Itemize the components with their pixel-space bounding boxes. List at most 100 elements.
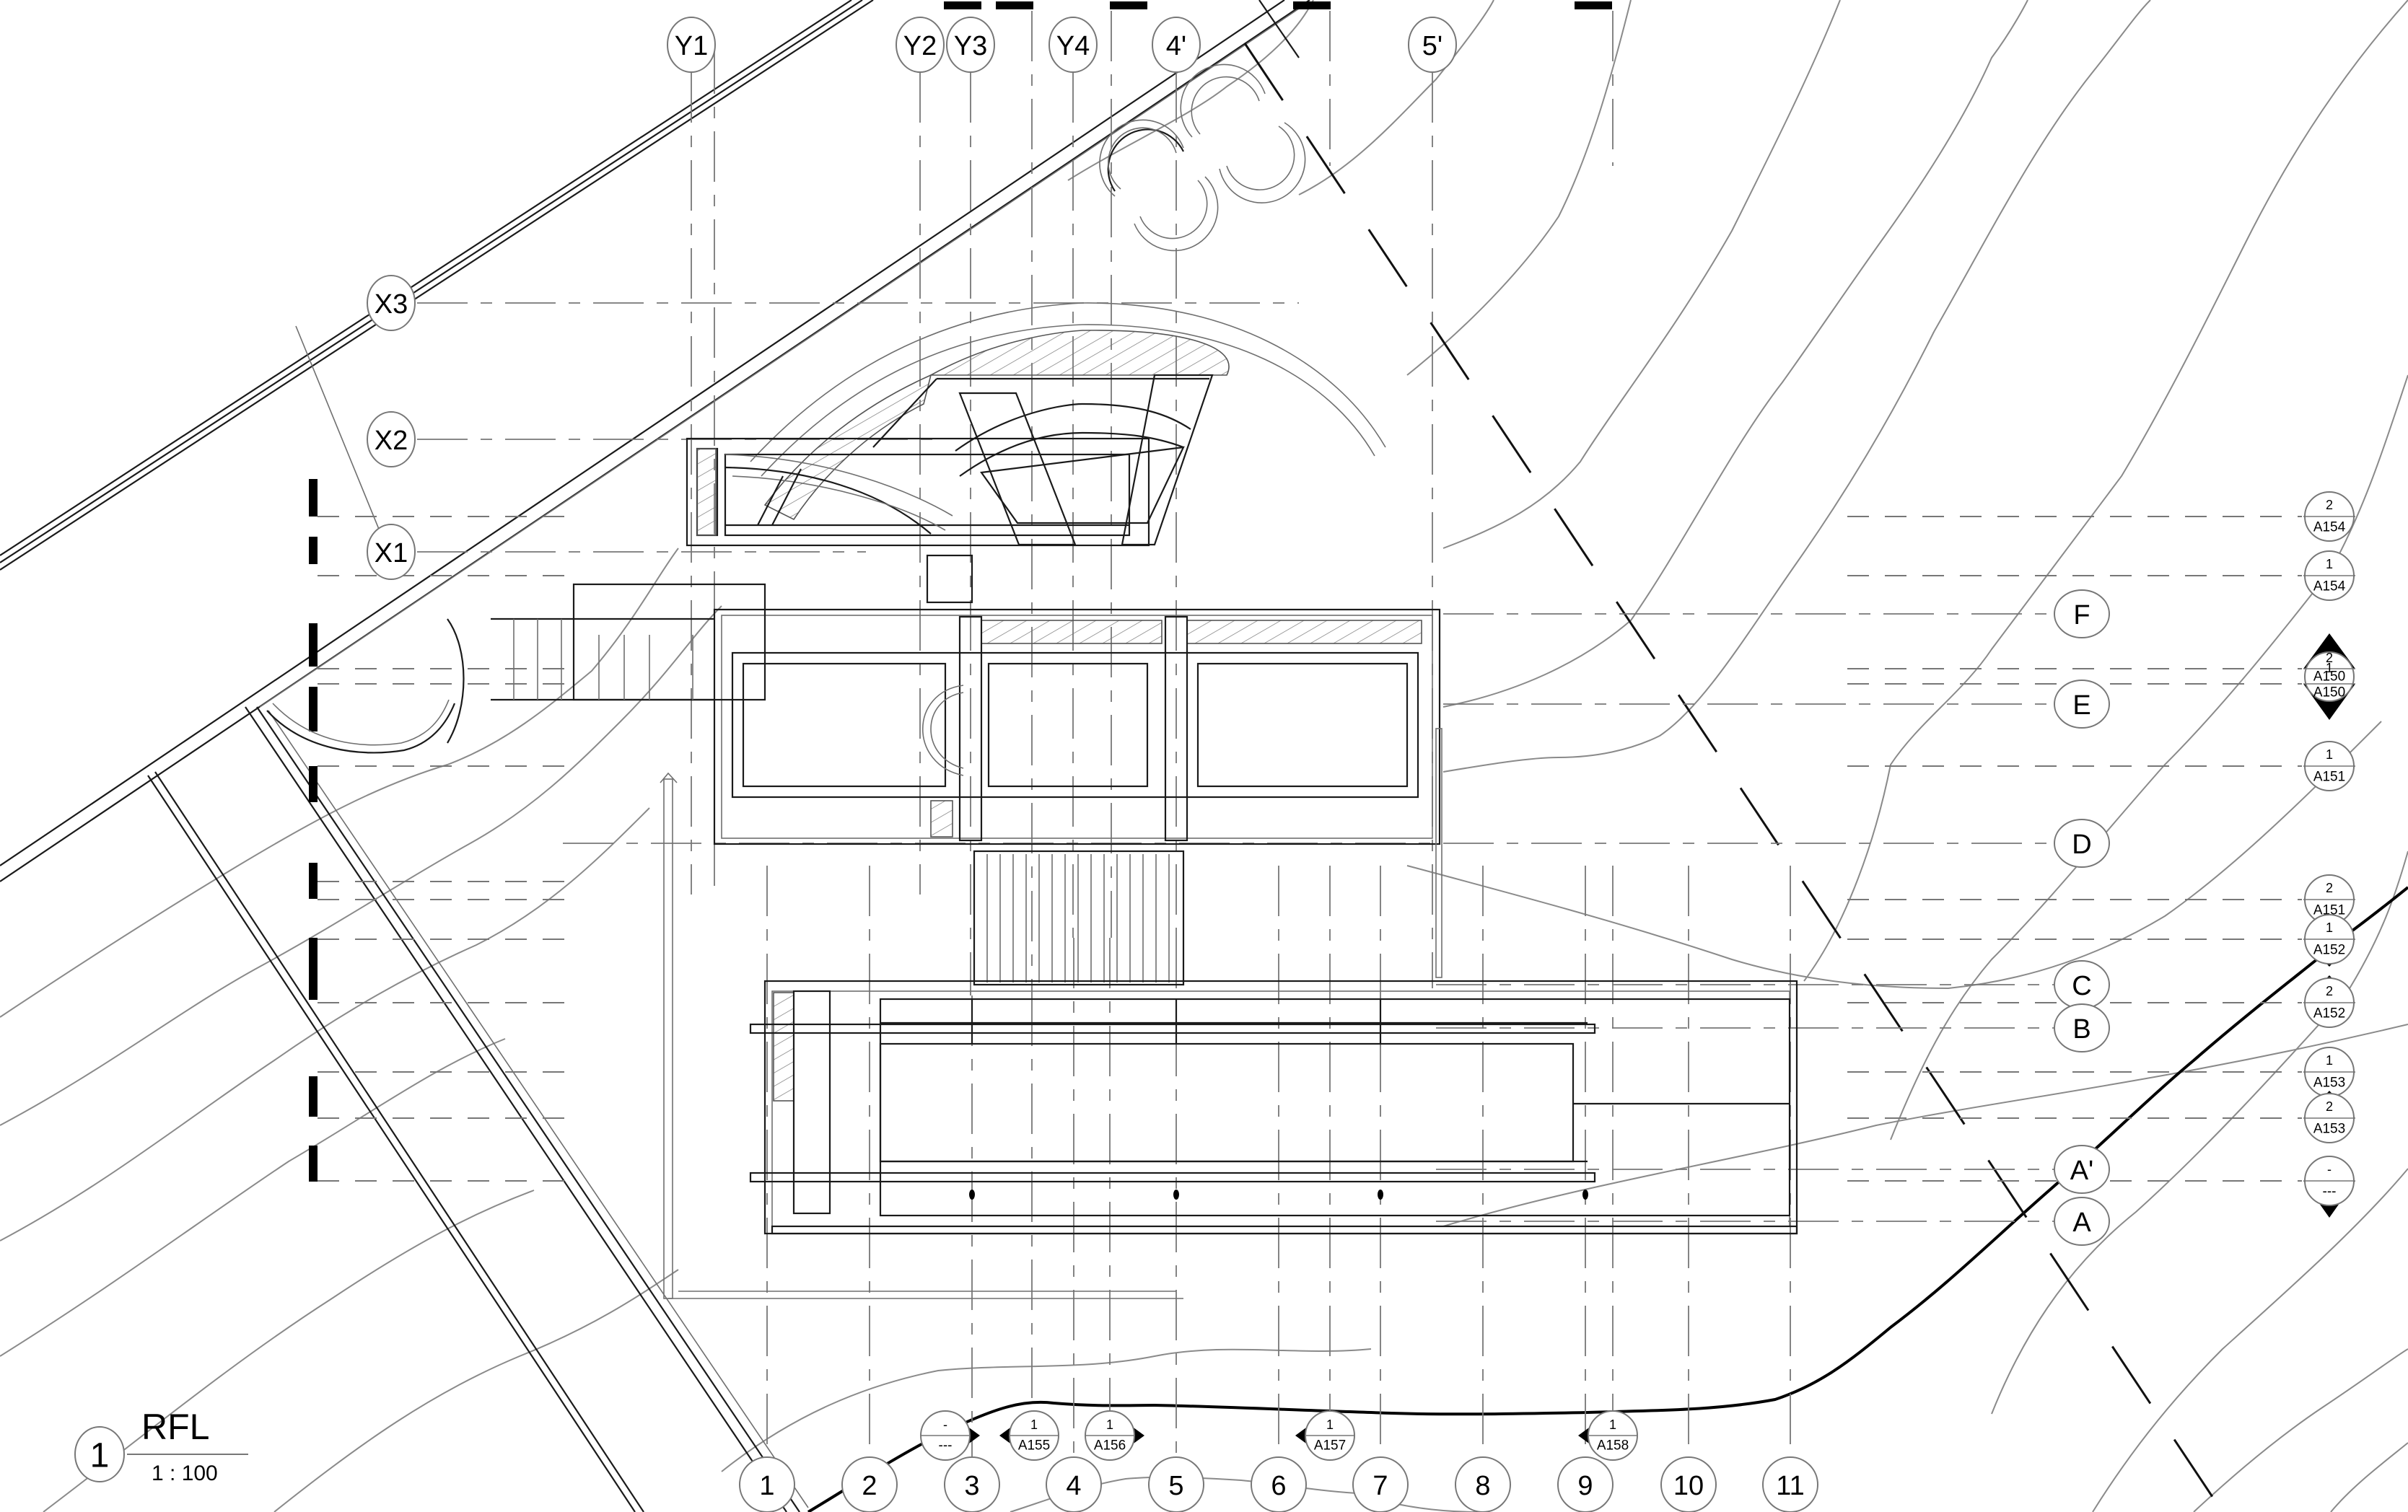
svg-text:-: -	[2327, 1162, 2332, 1177]
svg-text:1: 1	[2326, 661, 2333, 675]
svg-text:1: 1	[90, 1437, 110, 1475]
grid-bubble-5-prime[interactable]: 5'	[1408, 17, 1457, 73]
grid-bubble-x3[interactable]: X3	[367, 275, 416, 331]
grid-bubble-2[interactable]: 2	[841, 1456, 898, 1512]
grid-bubble-x2[interactable]: X2	[367, 411, 416, 467]
svg-text:A150: A150	[2313, 669, 2345, 685]
svg-text:X2: X2	[375, 426, 408, 456]
svg-text:2: 2	[2326, 651, 2333, 665]
svg-text:1: 1	[1326, 1418, 1334, 1432]
section-marker-unassigned-bottom[interactable]: - ---	[920, 1410, 980, 1461]
grid-bubble-y1[interactable]: Y1	[667, 17, 716, 73]
svg-text:X3: X3	[375, 289, 408, 320]
svg-text:A150: A150	[2313, 685, 2345, 700]
grid-bubble-9[interactable]: 9	[1557, 1456, 1614, 1512]
svg-text:Y3: Y3	[954, 31, 987, 61]
grid-bubble-y2[interactable]: Y2	[896, 17, 945, 73]
bottom-section-markers: - --- 1 A155 1 A156 1 A157 1	[920, 1410, 1638, 1461]
grid-bubble-3[interactable]: 3	[944, 1456, 1000, 1512]
grid-bubble-6[interactable]: 6	[1251, 1456, 1307, 1512]
grid-bubble-1[interactable]: 1	[739, 1456, 795, 1512]
grid-bubble-d[interactable]: D	[2054, 819, 2110, 868]
grid-bubble-x1[interactable]: X1	[367, 524, 416, 580]
svg-text:A152: A152	[2313, 943, 2345, 958]
svg-text:5: 5	[1168, 1471, 1183, 1501]
section-marker-1-a156[interactable]: 1 A156	[1085, 1410, 1144, 1461]
section-marker-unassigned-right[interactable]: - ---	[2303, 1156, 2355, 1218]
section-marker-2-a150[interactable]: 2 A150	[2303, 633, 2355, 720]
grid-bubble-e[interactable]: E	[2054, 680, 2110, 729]
grid-bubble-8[interactable]: 8	[1455, 1456, 1511, 1512]
svg-text:1: 1	[1030, 1418, 1038, 1432]
svg-text:1: 1	[1609, 1418, 1616, 1432]
svg-text:Y1: Y1	[675, 31, 708, 61]
view-number-bubble: 1	[74, 1426, 125, 1482]
svg-text:Y2: Y2	[903, 31, 937, 61]
section-marker-1-a150[interactable]: 1 A150	[2313, 661, 2345, 700]
grid-bubble-7[interactable]: 7	[1352, 1456, 1409, 1512]
bottom-grid-bubbles: 1 2 3 4 5 6 7 8 9 10 11	[739, 1456, 1818, 1512]
grid-bubble-4[interactable]: 4	[1046, 1456, 1102, 1512]
top-cut-marker-bars	[944, 1, 1612, 9]
grid-bubble-a[interactable]: A	[2054, 1197, 2110, 1246]
diagonal-road-upper	[0, 0, 1310, 882]
svg-text:X1: X1	[375, 538, 408, 568]
section-marker-2-a153[interactable]: 2 A153	[2303, 1091, 2355, 1143]
grid-bubble-b[interactable]: B	[2054, 1003, 2110, 1052]
svg-text:2: 2	[2326, 984, 2333, 998]
lower-building-block	[749, 980, 1798, 1235]
right-grid-bubbles: F E D C B A' A	[2054, 589, 2110, 1246]
section-marker-1-a154[interactable]: 1 A154	[2303, 550, 2355, 601]
property-boundary-line	[807, 886, 2408, 1512]
svg-text:A155: A155	[1018, 1438, 1050, 1454]
section-marker-2-a152[interactable]: 2 A152	[2303, 975, 2355, 1028]
svg-text:A158: A158	[1597, 1438, 1629, 1454]
staircase	[660, 728, 1442, 1299]
svg-text:A151: A151	[2313, 770, 2345, 785]
section-cut-line	[1243, 43, 2224, 1512]
svg-text:-: -	[943, 1418, 947, 1432]
grid-bubble-a-prime[interactable]: A'	[2054, 1145, 2110, 1194]
left-cut-marker-bars	[309, 479, 318, 1182]
svg-text:A153: A153	[2313, 1122, 2345, 1137]
view-title-block: 1 RFL 1 : 100	[74, 1407, 248, 1485]
grid-bubble-c[interactable]: C	[2054, 960, 2110, 1009]
vertical-grid-lines	[691, 11, 1791, 1457]
svg-text:10: 10	[1673, 1471, 1704, 1501]
grid-bubble-11[interactable]: 11	[1762, 1456, 1818, 1512]
svg-text:11: 11	[1776, 1471, 1804, 1501]
svg-text:---: ---	[939, 1438, 953, 1454]
section-marker-2-a154[interactable]: 2 A154	[2303, 491, 2355, 542]
top-grid-bubbles: Y1 Y2 Y3 Y4 4' 5'	[667, 17, 1457, 73]
svg-text:7: 7	[1372, 1471, 1388, 1501]
section-marker-1-a155[interactable]: 1 A155	[999, 1410, 1059, 1461]
section-marker-1-a151[interactable]: 1 A151	[2303, 741, 2355, 791]
svg-text:A154: A154	[2313, 520, 2346, 535]
svg-text:8: 8	[1475, 1471, 1490, 1501]
section-marker-2-a151[interactable]: 2 A151	[2303, 874, 2355, 925]
svg-text:6: 6	[1271, 1471, 1286, 1501]
svg-text:Y4: Y4	[1056, 31, 1090, 61]
grid-bubble-y4[interactable]: Y4	[1048, 17, 1098, 73]
svg-text:1: 1	[1106, 1418, 1113, 1432]
svg-text:E: E	[2072, 690, 2090, 721]
grid-bubble-5[interactable]: 5	[1148, 1456, 1204, 1512]
svg-text:A': A'	[2070, 1156, 2094, 1186]
grid-bubble-4-prime[interactable]: 4'	[1152, 17, 1201, 73]
section-marker-1-a153[interactable]: 1 A153	[2303, 1047, 2355, 1100]
svg-text:A: A	[2072, 1208, 2091, 1238]
grid-bubble-y3[interactable]: Y3	[946, 17, 995, 73]
grid-bubble-f[interactable]: F	[2054, 589, 2110, 638]
section-marker-1-a157[interactable]: 1 A157	[1295, 1410, 1355, 1461]
grid-bubble-10[interactable]: 10	[1660, 1456, 1717, 1512]
svg-text:A154: A154	[2313, 579, 2346, 594]
right-section-markers: 2 A154 1 A154 2 A150 1 A150 1	[2303, 491, 2355, 1218]
svg-text:D: D	[2072, 830, 2091, 860]
svg-text:4: 4	[1066, 1471, 1081, 1501]
svg-text:2: 2	[2326, 498, 2333, 512]
svg-text:C: C	[2072, 971, 2091, 1001]
section-marker-1-a152[interactable]: 1 A152	[2303, 914, 2355, 967]
svg-text:A157: A157	[1314, 1438, 1346, 1454]
section-marker-1-a158[interactable]: 1 A158	[1578, 1410, 1638, 1461]
svg-text:2: 2	[862, 1471, 877, 1501]
